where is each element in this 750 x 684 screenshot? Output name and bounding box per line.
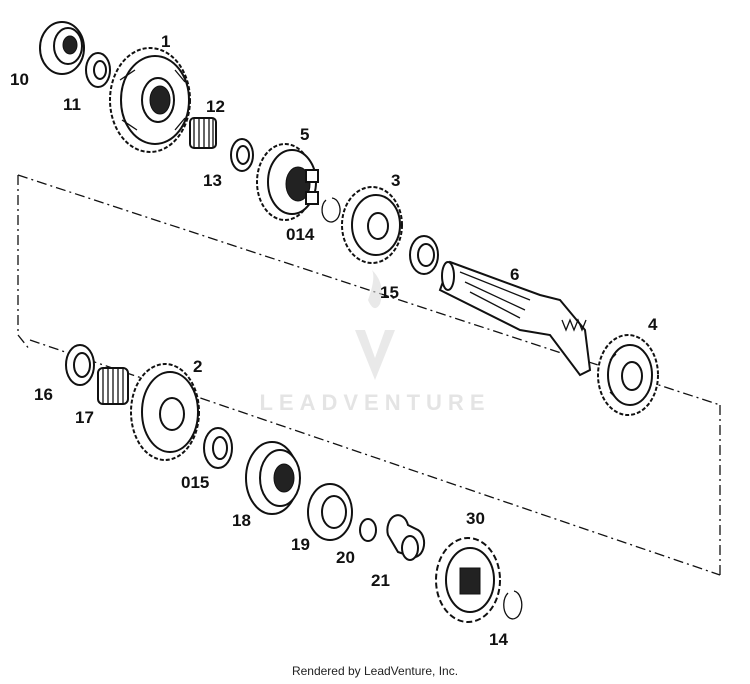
part-20-o-ring[interactable] bbox=[359, 518, 377, 542]
part-015-washer[interactable] bbox=[203, 427, 233, 469]
part-30-sprocket[interactable] bbox=[435, 537, 501, 623]
part-13-washer[interactable] bbox=[230, 138, 254, 172]
callout-014[interactable]: 014 bbox=[286, 225, 315, 244]
callout-20[interactable]: 20 bbox=[336, 548, 355, 567]
part-12-needle-bearing[interactable] bbox=[189, 117, 217, 149]
part-21-bushing[interactable] bbox=[386, 514, 426, 561]
part-4-gear[interactable] bbox=[597, 334, 659, 416]
callout-14[interactable]: 14 bbox=[489, 630, 508, 649]
part-3-gear[interactable] bbox=[341, 186, 403, 264]
callout-3[interactable]: 3 bbox=[391, 171, 400, 190]
callout-labels: 1 10 11 12 5 13 3 014 6 15 4 2 16 17 015… bbox=[10, 32, 658, 649]
watermark-logo: LEADVENTURE bbox=[259, 270, 490, 415]
part-10-bearing[interactable] bbox=[39, 21, 85, 75]
callout-21[interactable]: 21 bbox=[371, 571, 390, 590]
part-18-bearing[interactable] bbox=[245, 441, 301, 515]
callout-1[interactable]: 1 bbox=[161, 32, 170, 51]
callout-16[interactable]: 16 bbox=[34, 385, 53, 404]
part-6-shaft[interactable] bbox=[438, 260, 592, 377]
callout-4[interactable]: 4 bbox=[648, 315, 658, 334]
callout-15[interactable]: 15 bbox=[380, 283, 399, 302]
callout-13[interactable]: 13 bbox=[203, 171, 222, 190]
part-2-gear[interactable] bbox=[130, 363, 200, 461]
part-15-washer[interactable] bbox=[409, 235, 439, 275]
part-17-needle-bearing[interactable] bbox=[97, 367, 129, 405]
part-5-gear[interactable] bbox=[256, 143, 319, 221]
callout-5[interactable]: 5 bbox=[300, 125, 309, 144]
callout-11[interactable]: 11 bbox=[63, 95, 81, 114]
part-19-seal[interactable] bbox=[307, 483, 353, 541]
part-1-gear[interactable] bbox=[109, 47, 191, 153]
watermark-text: LEADVENTURE bbox=[259, 390, 490, 415]
callout-10[interactable]: 10 bbox=[10, 70, 29, 89]
part-11-washer[interactable] bbox=[85, 52, 111, 88]
callout-30[interactable]: 30 bbox=[466, 509, 485, 528]
callout-17[interactable]: 17 bbox=[75, 408, 94, 427]
part-14-circlip[interactable] bbox=[503, 590, 523, 620]
callout-18[interactable]: 18 bbox=[232, 511, 251, 530]
callout-19[interactable]: 19 bbox=[291, 535, 310, 554]
callout-015[interactable]: 015 bbox=[181, 473, 209, 492]
assembly-outline bbox=[17, 175, 31, 351]
part-16-washer[interactable] bbox=[65, 344, 95, 386]
footer-credit: Rendered by LeadVenture, Inc. bbox=[291, 664, 459, 678]
callout-12[interactable]: 12 bbox=[206, 97, 225, 116]
callout-6[interactable]: 6 bbox=[510, 265, 519, 284]
part-014-circlip[interactable] bbox=[321, 197, 341, 223]
callout-2[interactable]: 2 bbox=[193, 357, 202, 376]
